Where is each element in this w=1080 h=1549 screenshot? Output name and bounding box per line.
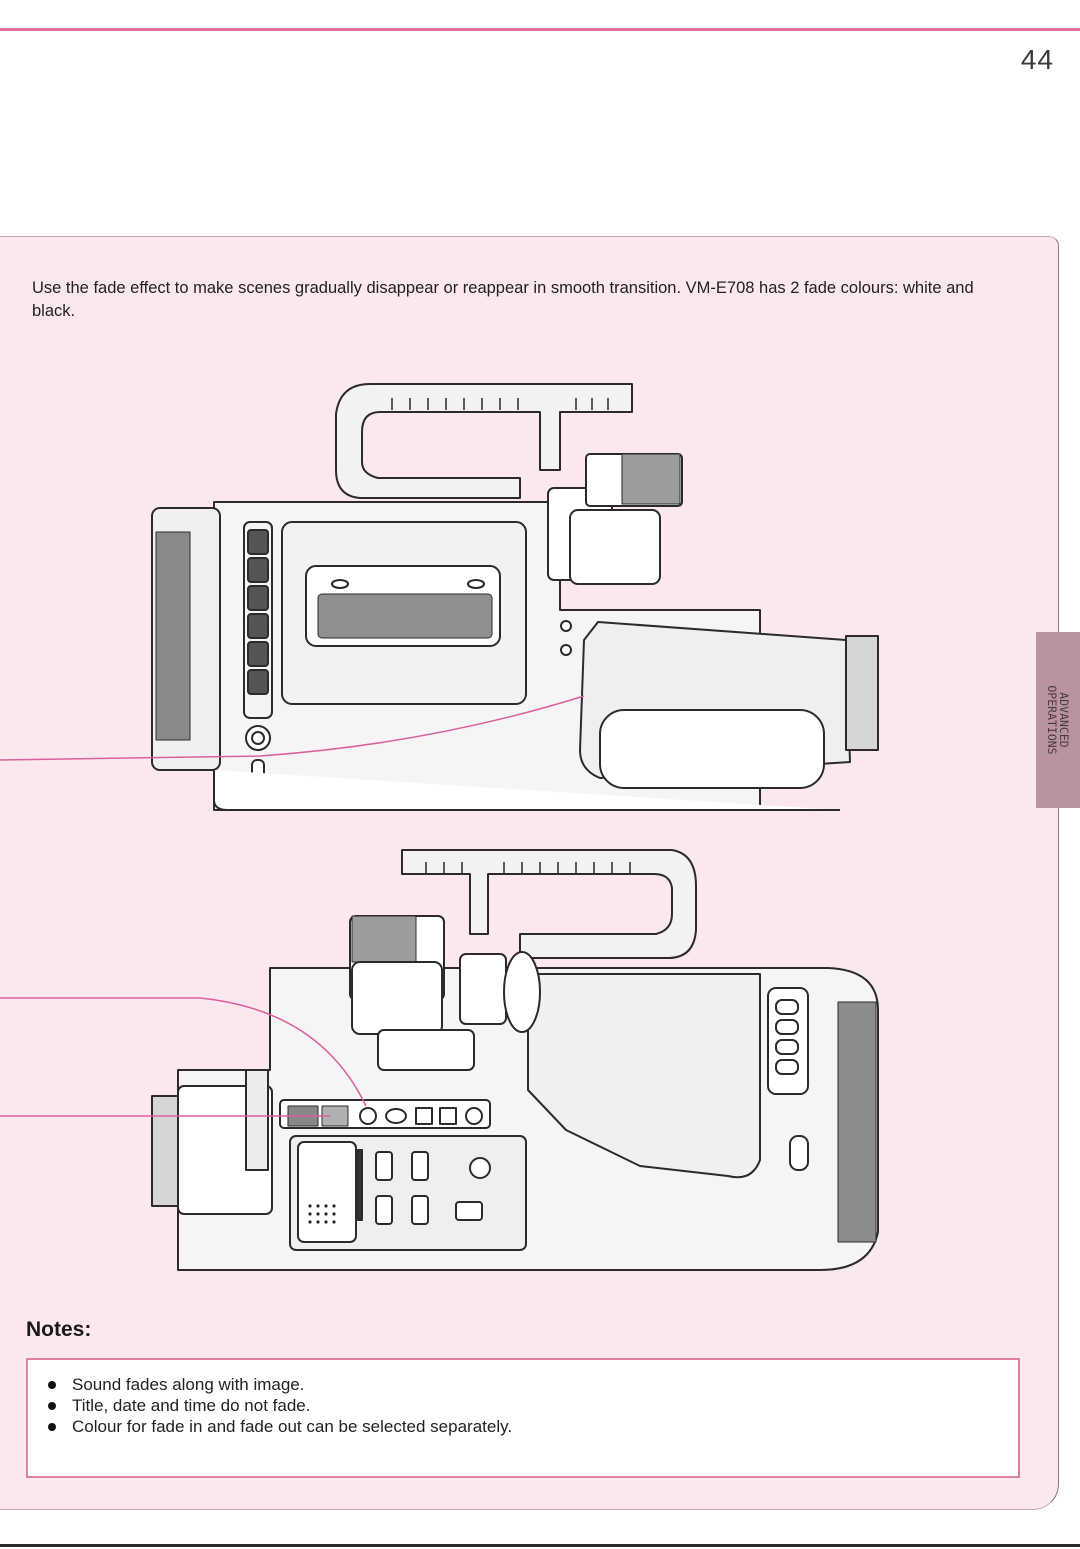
camcorder-top-view (151, 383, 879, 811)
camcorder-illustration (0, 383, 879, 1271)
bottom-rule (0, 1544, 1080, 1547)
note-item: Colour for fade in and fade out can be s… (48, 1416, 1018, 1437)
section-tab-label: ADVANCED OPERATIONS (1045, 685, 1071, 755)
camcorder-bottom-view (151, 849, 879, 1271)
top-rule (0, 28, 1080, 31)
section-tab-line-1: ADVANCED (1057, 692, 1071, 748)
notes-heading: Notes: (26, 1318, 92, 1341)
note-item: Sound fades along with image. (48, 1374, 1018, 1395)
section-tab-line-2: OPERATIONS (1045, 685, 1059, 755)
page-number: 44 (1020, 44, 1054, 75)
callout-lines (0, 695, 585, 1117)
notes-list: Sound fades along with image. Title, dat… (28, 1360, 1018, 1437)
section-tab[interactable]: ADVANCED OPERATIONS (1036, 632, 1080, 808)
speaker-grille (308, 1204, 336, 1224)
notes-box: Sound fades along with image. Title, dat… (26, 1358, 1020, 1478)
intro-paragraph: Use the fade effect to make scenes gradu… (32, 278, 974, 320)
note-item: Title, date and time do not fade. (48, 1395, 1018, 1416)
